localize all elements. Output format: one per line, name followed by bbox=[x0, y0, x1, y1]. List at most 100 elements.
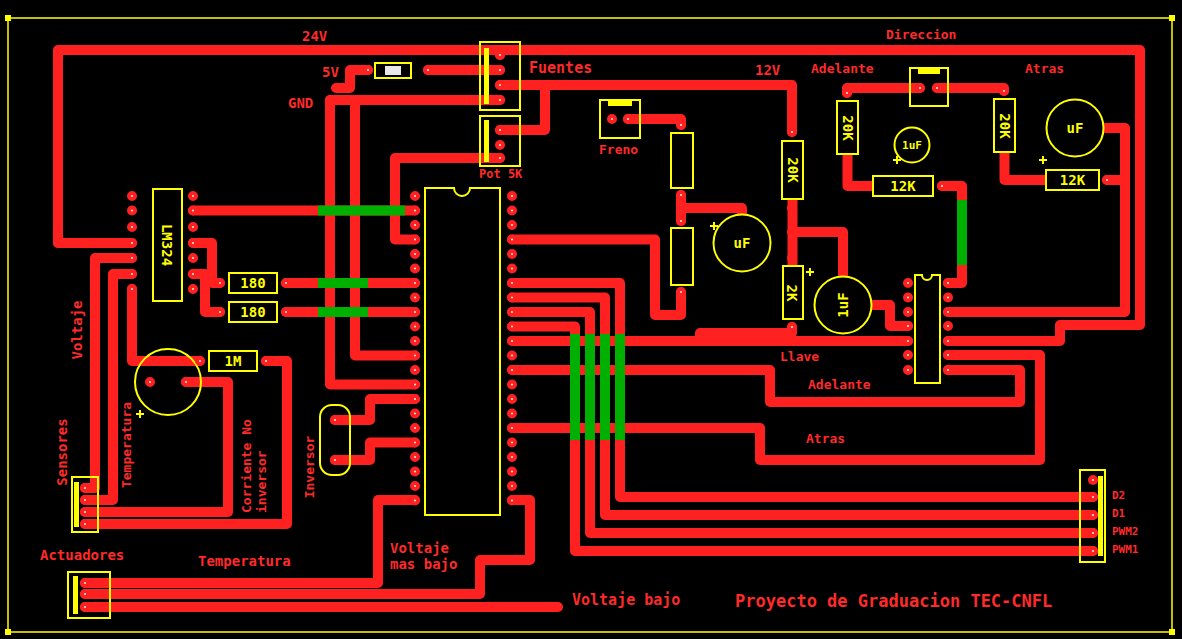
silkscreen-label: 5V bbox=[320, 64, 341, 80]
pin-pad bbox=[509, 280, 515, 286]
pin-pad bbox=[945, 323, 951, 329]
bottom-trace bbox=[318, 206, 405, 216]
pin-pad bbox=[939, 183, 945, 189]
pin-pad bbox=[412, 454, 418, 460]
pin-pad bbox=[905, 352, 911, 358]
copper-trace bbox=[1105, 128, 1125, 180]
resistor-symbol: 12K bbox=[1045, 169, 1100, 191]
pin-pad bbox=[497, 82, 503, 88]
copper-trace bbox=[942, 186, 962, 283]
pin-pad bbox=[905, 280, 911, 286]
copper-trace bbox=[512, 298, 1093, 516]
copper-trace bbox=[873, 305, 908, 326]
pin-pad bbox=[509, 483, 515, 489]
pin-pad bbox=[497, 67, 503, 73]
pin-pad bbox=[509, 208, 515, 214]
part-value: 20K bbox=[786, 157, 800, 182]
connector-outline bbox=[480, 116, 520, 166]
pin-pad bbox=[497, 155, 503, 161]
pin-pad bbox=[678, 122, 684, 128]
pin-pad bbox=[509, 324, 515, 330]
capacitor-symbol: uF bbox=[1045, 98, 1105, 158]
pin-pad bbox=[412, 498, 418, 504]
part-value: 20K bbox=[841, 115, 855, 140]
silkscreen-label: Proyecto de Graduacion TEC-CNFL bbox=[733, 592, 1054, 612]
bottom-trace bbox=[615, 334, 625, 440]
part-value: uF bbox=[1067, 121, 1084, 135]
pin-pad bbox=[412, 396, 418, 402]
pin-pad bbox=[1090, 477, 1096, 483]
pin-pad bbox=[497, 97, 503, 103]
pin-pad bbox=[509, 338, 515, 344]
silkscreen-label: 24V bbox=[300, 28, 329, 44]
pin-pad bbox=[509, 193, 515, 199]
pin-pad bbox=[497, 127, 503, 133]
pin-pad bbox=[412, 353, 418, 359]
pin-pad bbox=[509, 454, 515, 460]
silkscreen-label: Temperatura bbox=[120, 400, 135, 490]
pin-pad bbox=[190, 286, 196, 292]
pin-pad bbox=[190, 224, 196, 230]
pin-pad bbox=[1001, 88, 1007, 94]
pin-pad bbox=[412, 280, 418, 286]
connector-bar bbox=[484, 120, 489, 162]
connector-bar bbox=[1098, 476, 1103, 556]
resistor-symbol bbox=[375, 63, 411, 78]
copper-trace bbox=[848, 155, 873, 186]
resistor-symbol: 2K bbox=[782, 265, 804, 320]
capacitor-circle bbox=[815, 277, 872, 334]
part-value: 2K bbox=[785, 284, 799, 301]
pin-pad bbox=[412, 222, 418, 228]
pin-pad bbox=[190, 240, 196, 246]
silkscreen-label: Freno bbox=[597, 143, 640, 158]
pin-pad bbox=[945, 309, 951, 315]
pin-pad bbox=[917, 85, 923, 91]
silkscreen-label: Atras bbox=[804, 432, 847, 447]
trimmer-outline bbox=[320, 405, 350, 475]
pin-pad bbox=[412, 469, 418, 475]
pin-pad bbox=[217, 280, 223, 286]
resistor-symbol: 180 bbox=[228, 272, 278, 294]
copper-trace bbox=[193, 274, 220, 312]
silkscreen-label: GND bbox=[286, 95, 315, 111]
pin-pad bbox=[332, 417, 338, 423]
part-value: 12K bbox=[890, 179, 915, 193]
part-value: 180 bbox=[240, 305, 265, 319]
connector-outline bbox=[72, 477, 98, 532]
part-value: 1uF bbox=[836, 292, 850, 317]
silkscreen-label: Voltaje bbox=[69, 298, 85, 361]
capacitor-circle bbox=[714, 215, 771, 272]
silkscreen bbox=[68, 42, 1105, 618]
pin-pad bbox=[905, 338, 911, 344]
corner-mark bbox=[1169, 15, 1175, 21]
copper-trace bbox=[788, 200, 798, 265]
pin-pad bbox=[509, 309, 515, 315]
pin-pad bbox=[1104, 177, 1110, 183]
board-outline bbox=[8, 18, 1172, 632]
pin-pad bbox=[789, 129, 795, 135]
pin-pad bbox=[412, 411, 418, 417]
pin-pad bbox=[509, 382, 515, 388]
connector-outline bbox=[68, 572, 110, 618]
capacitor-circle bbox=[1047, 100, 1104, 157]
pin-pad bbox=[844, 90, 850, 96]
copper-trace bbox=[286, 307, 415, 317]
copper-trace bbox=[512, 327, 1093, 552]
pin-pad bbox=[412, 338, 418, 344]
connector-bar bbox=[74, 482, 79, 527]
silkscreen-label: 12V bbox=[753, 62, 782, 78]
pin-pad bbox=[905, 367, 911, 373]
pin-pad bbox=[129, 271, 135, 277]
pin-pad bbox=[789, 324, 795, 330]
connector-outline bbox=[600, 100, 640, 138]
silkscreen-label: D1 bbox=[1110, 508, 1127, 521]
pin-pad bbox=[945, 338, 951, 344]
silkscreen-label: Atras bbox=[1023, 62, 1066, 77]
connector-outline bbox=[910, 68, 948, 106]
pin-pad bbox=[412, 425, 418, 431]
silkscreen-label: Adelante bbox=[809, 62, 876, 77]
connector-outline bbox=[480, 42, 520, 110]
bottom-layer-traces bbox=[318, 200, 962, 440]
